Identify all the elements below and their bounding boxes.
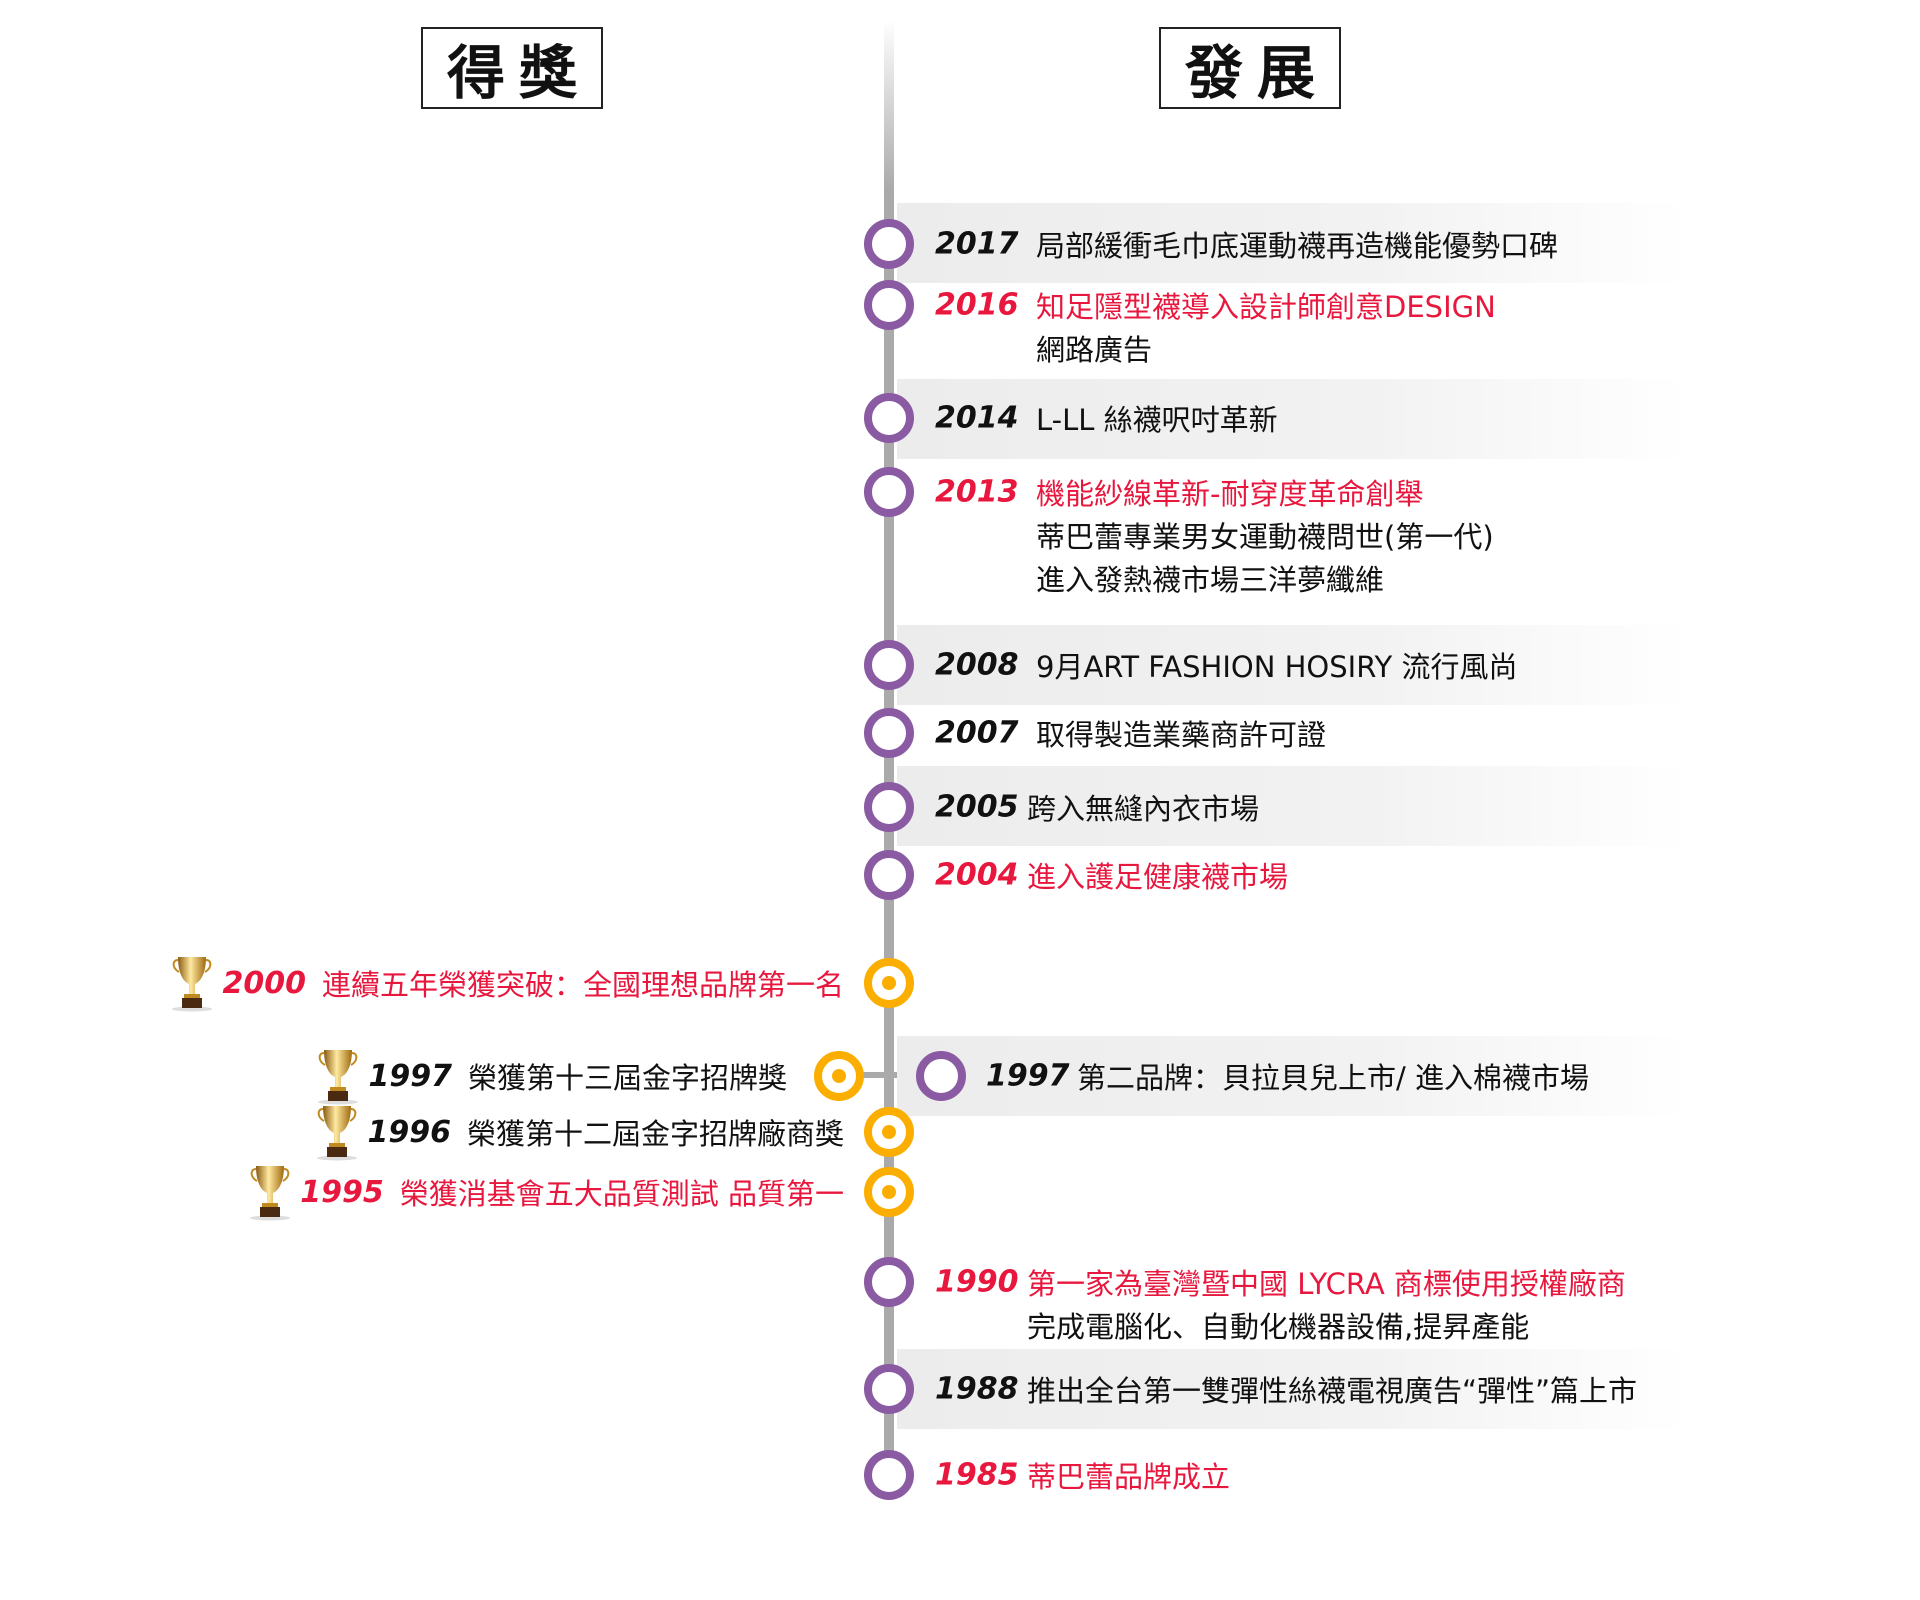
timeline-node-1985 — [864, 1450, 914, 1500]
award-description: 榮獲第十三屆金字招牌獎 — [467, 1061, 787, 1095]
timeline-node-2016 — [864, 280, 914, 330]
award-node-2000 — [864, 958, 914, 1008]
timeline-node-2007 — [864, 708, 914, 758]
award-item: 1997 榮獲第十三屆金字招牌獎 — [316, 1047, 787, 1105]
event-description: 第一家為臺灣暨中國 LYCRA 商標使用授權廠商 — [1027, 1267, 1626, 1301]
award-description: 榮獲第十二屆金字招牌廠商獎 — [466, 1117, 844, 1151]
award-description: 榮獲消基會五大品質測試 品質第一 — [399, 1177, 844, 1211]
award-node-1997 — [814, 1051, 864, 1101]
trophy-icon — [315, 1103, 359, 1161]
event-year: 2007 — [935, 715, 1019, 751]
event-description: 完成電腦化、自動化機器設備,提昇產能 — [1027, 1310, 1530, 1344]
event-year: 1997 — [986, 1058, 1070, 1094]
event-year: 2008 — [935, 647, 1019, 683]
award-year: 1997 — [368, 1058, 452, 1094]
event-year: 2005 — [935, 789, 1019, 825]
timeline-node-1988 — [864, 1364, 914, 1414]
event-description: 取得製造業藥商許可證 — [1036, 718, 1327, 752]
row-band — [897, 1349, 1687, 1429]
timeline-node-2008 — [864, 640, 914, 690]
event-description: 進入護足健康襪市場 — [1027, 860, 1289, 894]
event-year: 2013 — [935, 474, 1019, 510]
event-description: 機能紗線革新-耐穿度革命創舉 — [1036, 477, 1424, 511]
award-description: 連續五年榮獲突破：全國理想品牌第一名 — [321, 968, 844, 1002]
timeline-node-2013 — [864, 467, 914, 517]
event-description: 網路廣告 — [1036, 333, 1153, 367]
event-description: 局部緩衝毛巾底運動襪再造機能優勢口碑 — [1036, 229, 1559, 263]
timeline-axis — [884, 20, 894, 1496]
award-year: 1996 — [367, 1114, 451, 1150]
event-description: 進入發熱襪市場三洋夢纖維 — [1036, 563, 1385, 597]
timeline-connector — [850, 1072, 930, 1078]
event-year: 2014 — [935, 400, 1019, 436]
trophy-icon — [316, 1047, 360, 1105]
timeline-node-2005 — [864, 782, 914, 832]
event-description: 蒂巴蕾專業男女運動襪問世(第一代) — [1036, 520, 1494, 554]
row-band — [897, 766, 1687, 846]
row-band — [897, 625, 1687, 705]
event-description: 第二品牌：貝拉貝兒上市/ 進入棉襪市場 — [1077, 1061, 1589, 1095]
timeline-node-2017 — [864, 219, 914, 269]
event-year: 1985 — [935, 1457, 1019, 1493]
award-year: 2000 — [222, 965, 306, 1001]
event-description: 推出全台第一雙彈性絲襪電視廣告“彈性”篇上市 — [1027, 1374, 1638, 1408]
awards-header: 得獎 — [421, 27, 603, 109]
development-header: 發展 — [1159, 27, 1341, 109]
event-year: 1990 — [935, 1264, 1019, 1300]
trophy-icon — [170, 954, 214, 1012]
event-description: L-LL 絲襪呎吋革新 — [1036, 403, 1278, 437]
event-description: 跨入無縫內衣市場 — [1027, 792, 1260, 826]
row-band — [897, 379, 1687, 459]
event-year: 2016 — [935, 287, 1019, 323]
event-year: 2004 — [935, 857, 1019, 893]
event-description: 知足隱型襪導入設計師創意DESIGN — [1036, 290, 1496, 324]
award-item: 1995 榮獲消基會五大品質測試 品質第一 — [248, 1163, 844, 1221]
timeline-node-1990 — [864, 1257, 914, 1307]
event-year: 2017 — [935, 226, 1019, 262]
event-year: 1988 — [935, 1371, 1019, 1407]
timeline-node-2014 — [864, 393, 914, 443]
row-band — [897, 203, 1687, 283]
award-item: 2000 連續五年榮獲突破：全國理想品牌第一名 — [170, 954, 844, 1012]
award-node-1996 — [864, 1107, 914, 1157]
award-year: 1995 — [300, 1174, 384, 1210]
row-band — [897, 1036, 1687, 1116]
award-item: 1996 榮獲第十二屆金字招牌廠商獎 — [315, 1103, 844, 1161]
award-node-1995 — [864, 1167, 914, 1217]
event-description: 蒂巴蕾品牌成立 — [1027, 1460, 1231, 1494]
trophy-icon — [248, 1163, 292, 1221]
event-description: 9月ART FASHION HOSIRY 流行風尚 — [1036, 650, 1518, 684]
timeline-node-1997 — [916, 1051, 966, 1101]
timeline-node-2004 — [864, 850, 914, 900]
